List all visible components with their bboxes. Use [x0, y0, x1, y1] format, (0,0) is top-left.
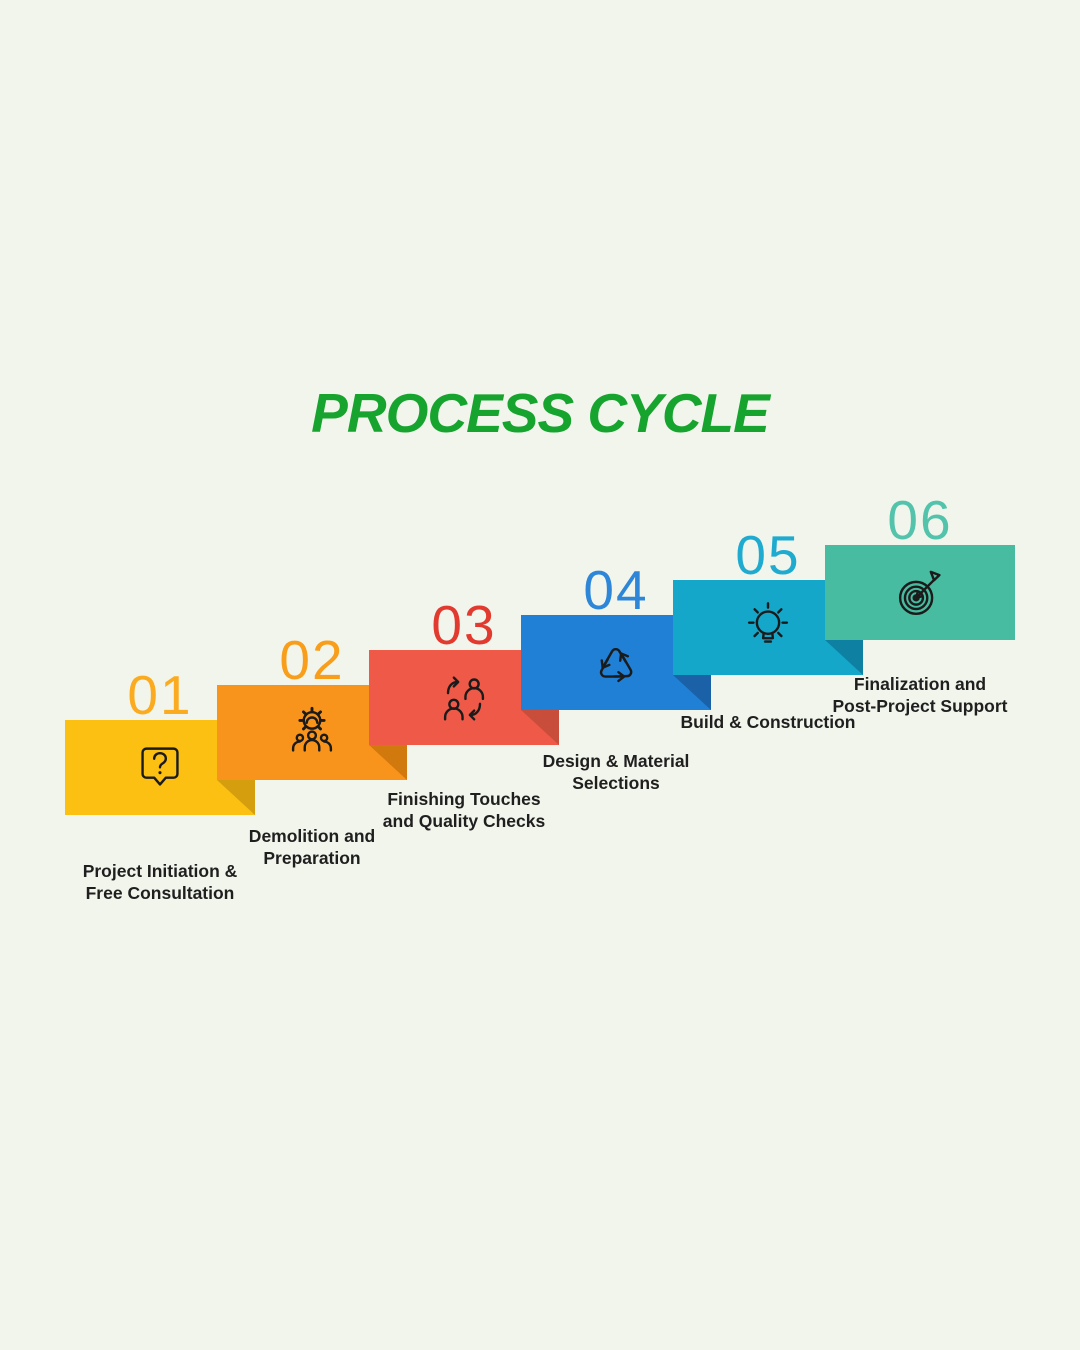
step-number: 05 — [735, 524, 801, 586]
step-5: 05 Build & Construction — [673, 528, 863, 732]
step-label: Project Initiation &Free Consultation — [82, 861, 238, 904]
recycle-icon — [597, 643, 638, 683]
question-speech-bubble-icon — [141, 746, 179, 786]
target-dart-icon — [898, 570, 941, 615]
step-label: Build & Construction — [680, 712, 856, 732]
step-box-fold — [217, 780, 255, 815]
team-gear-icon — [291, 706, 333, 752]
step-number: 01 — [127, 664, 193, 726]
step-number: 06 — [887, 489, 953, 551]
step-box-fold — [369, 745, 407, 780]
people-swap-icon — [443, 675, 485, 721]
step-box-fold — [673, 675, 711, 710]
step-number: 03 — [431, 594, 497, 656]
step-number: 02 — [279, 629, 345, 691]
step-number: 04 — [583, 559, 649, 621]
lightbulb-icon — [747, 601, 789, 643]
step-box-fold — [825, 640, 863, 675]
step-box-fold — [521, 710, 559, 745]
page-title: PROCESS CYCLE — [311, 382, 770, 444]
step-box — [825, 545, 1015, 640]
